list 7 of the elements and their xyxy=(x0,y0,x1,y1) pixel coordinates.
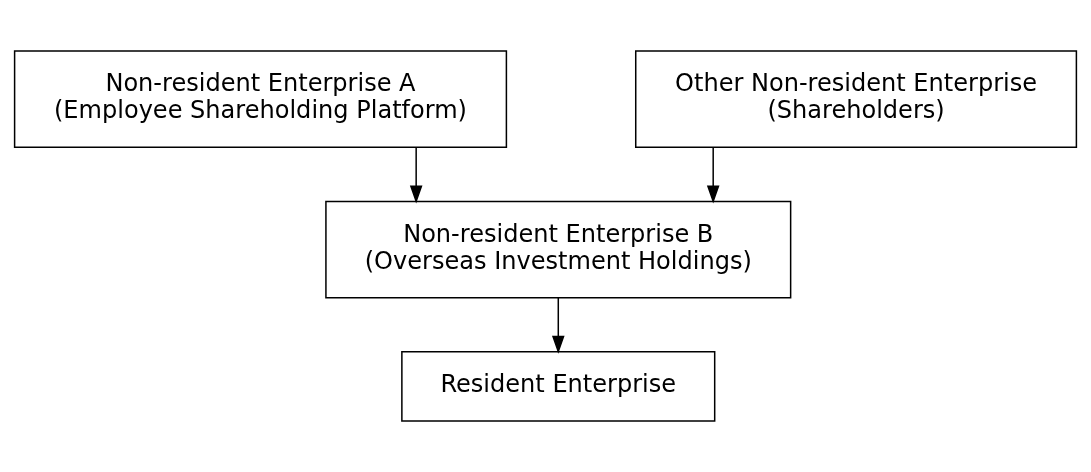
node-box: Other Non-resident Enterprise (Shareholders) xyxy=(635,50,1078,148)
arrow xyxy=(409,146,423,204)
arrow xyxy=(706,146,720,204)
node-box: Resident Enterprise xyxy=(401,351,716,422)
arrow xyxy=(551,297,565,354)
node-box: Non-resident Enterprise A (Employee Shareholding Platform) xyxy=(13,50,508,148)
node-box: Non-resident Enterprise B (Overseas Investment Holdings) xyxy=(325,200,792,299)
